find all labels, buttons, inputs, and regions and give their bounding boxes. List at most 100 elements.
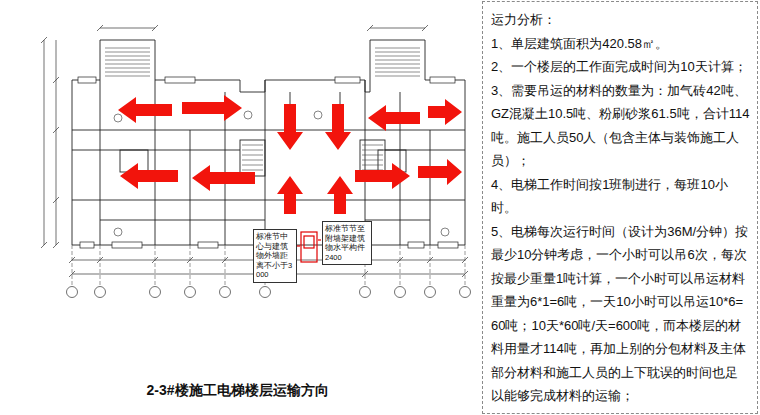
axis-bubble <box>360 287 371 298</box>
axis-grid-line <box>100 245 101 286</box>
window-mark <box>438 242 458 248</box>
elevator-symbol <box>318 239 321 240</box>
stair-hatch <box>375 72 420 73</box>
window-mark <box>198 242 218 248</box>
stair-hatch <box>242 155 263 156</box>
callout-box: 标准节中心与建筑物外墙距离不小于3000 <box>253 229 297 283</box>
note-text: 1、单层建筑面积为420.58㎡。 <box>491 32 750 56</box>
stair-hatch <box>105 68 150 69</box>
stair-hatch <box>242 170 263 171</box>
note-text: 3、需要吊运的材料的数量为：加气砖42吨、GZ混凝土10.5吨、粉刷砂浆61.5… <box>491 79 750 173</box>
stair-hatch <box>375 60 420 61</box>
figure-caption: 2-3#楼施工电梯楼层运输方向 <box>0 382 475 400</box>
stair-hatch <box>375 64 420 65</box>
axis-bubble <box>425 287 436 298</box>
stair-hatch <box>242 145 263 146</box>
stair-hatch <box>362 155 383 156</box>
transport-arrow <box>192 165 255 191</box>
stair-hatch <box>375 56 420 57</box>
stair-hatch <box>105 64 150 65</box>
stair-hatch <box>362 150 383 151</box>
dimension-line <box>100 28 155 29</box>
axis-bubble <box>67 287 78 298</box>
axis-bubble <box>395 287 406 298</box>
axis-bubble <box>260 287 271 298</box>
window-mark <box>165 77 195 83</box>
axis-grid-line <box>430 245 431 286</box>
window-mark <box>408 242 424 248</box>
axis-grid-line <box>225 245 226 286</box>
wall-line <box>72 40 465 245</box>
transport-arrow <box>355 163 410 189</box>
callout-box: 标准节节至附墙架建筑物水平构件2400 <box>322 221 372 265</box>
transport-arrow <box>120 163 178 189</box>
axis-grid-line <box>190 245 191 286</box>
stair-hatch <box>105 72 150 73</box>
stair-hatch <box>105 48 150 49</box>
note-text: 标准节中心与建筑物外墙距离不小于3000 <box>256 232 294 280</box>
stair-hatch <box>105 76 150 77</box>
wall-line <box>240 140 265 176</box>
transport-arrow <box>277 104 303 150</box>
transport-arrow <box>428 99 462 125</box>
axis-bubble <box>95 287 106 298</box>
wall-line <box>72 130 465 131</box>
room-symbol <box>314 111 322 119</box>
transport-arrow <box>277 176 303 214</box>
stair-hatch <box>242 160 263 161</box>
window-mark <box>78 77 96 83</box>
dimension-line <box>41 37 59 248</box>
transport-arrow <box>118 97 172 123</box>
dimension-line <box>44 40 45 245</box>
note-text: 标准节节至附墙架建筑物水平构件2400 <box>325 224 369 262</box>
window-mark <box>78 77 458 248</box>
elevator-symbol <box>301 232 317 262</box>
wall-line <box>190 130 191 245</box>
text-panel: 运力分析：1、单层建筑面积为420.58㎡。2、一个楼层的工作面完成时间为10天… <box>482 1 758 414</box>
dimension-line <box>97 25 428 31</box>
elevator-symbol <box>296 232 321 262</box>
note-text: 5、电梯每次运行时间（设计为36M/分钟）按最少10分钟考虑，一个小时可以吊6次… <box>491 220 750 408</box>
axis-bubble <box>460 287 471 298</box>
window-mark <box>112 242 142 248</box>
stair-hatch <box>105 56 150 57</box>
wall-line <box>100 220 265 221</box>
axis-grid-line <box>400 245 401 286</box>
axis-grid-line <box>155 245 156 286</box>
stair-hatch <box>242 165 263 166</box>
panel-heading: 运力分析： <box>491 8 750 32</box>
stair-hatch <box>105 52 150 53</box>
transport-arrow <box>327 176 353 214</box>
transport-arrow <box>182 95 242 121</box>
stair-hatch <box>105 60 150 61</box>
axis-grid-line <box>72 245 73 286</box>
window-mark <box>80 242 94 248</box>
axis-bubble <box>185 287 196 298</box>
wall-line <box>365 220 430 221</box>
axis-bubble <box>67 287 471 298</box>
transport-arrow <box>368 105 420 131</box>
stair-hatch <box>375 48 420 49</box>
elevator-symbol <box>304 236 314 248</box>
wall-line <box>72 40 465 245</box>
transport-arrow <box>418 159 462 185</box>
stair-hatch <box>362 165 383 166</box>
stair-hatch <box>375 52 420 53</box>
stair-hatch <box>375 68 420 69</box>
axis-grid-line <box>465 245 466 286</box>
room-symbol <box>114 111 449 236</box>
stair-hatch <box>362 160 383 161</box>
room-symbol <box>114 114 122 122</box>
dimension-line <box>56 40 57 245</box>
stair-hatch <box>105 48 420 170</box>
axis-bubble <box>150 287 161 298</box>
wall-line <box>72 150 240 151</box>
window-mark <box>430 77 455 83</box>
wall-line <box>430 130 431 245</box>
stair-hatch <box>362 145 383 146</box>
window-mark <box>335 77 360 83</box>
transport-arrow <box>325 104 351 150</box>
axis-bubble <box>220 287 231 298</box>
transport-arrow <box>118 95 462 214</box>
